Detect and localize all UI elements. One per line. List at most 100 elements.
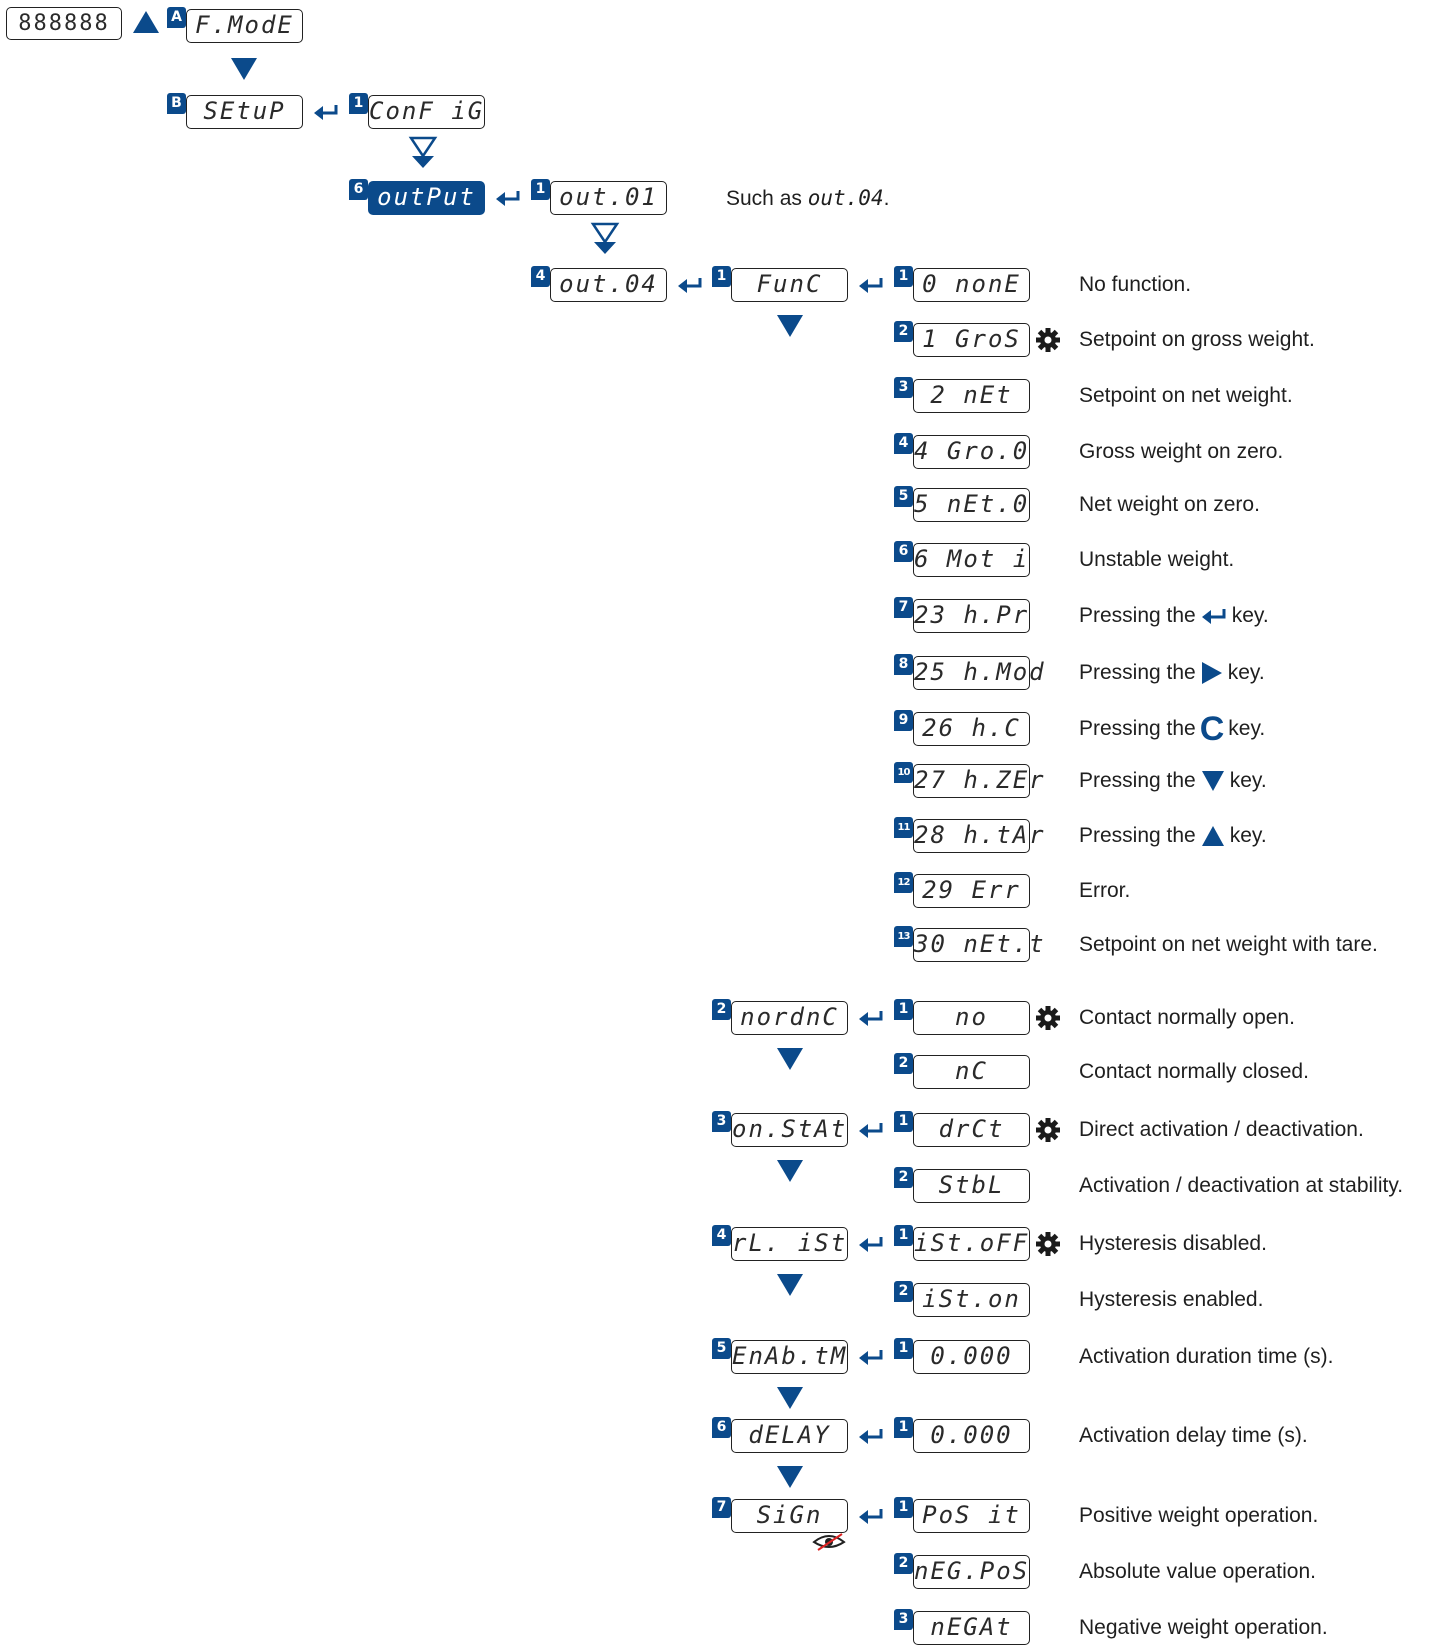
option-node: 0 nonE — [913, 268, 1030, 302]
step-badge: A — [167, 7, 186, 28]
option-description-text: Unstable weight. — [1079, 548, 1235, 571]
option-node: 29 Err — [913, 874, 1030, 908]
step-badge: 2 — [894, 321, 913, 342]
enter-arrow-icon — [859, 1509, 883, 1524]
option-description: Contact normally closed. — [1079, 1058, 1309, 1086]
step-badge: 6 — [712, 1417, 731, 1438]
option-node: 0.000 — [913, 1419, 1030, 1453]
step-badge: 6 — [349, 179, 368, 200]
option-description-text: Gross weight on zero. — [1079, 440, 1284, 463]
parameter-node: rL. iSt — [731, 1227, 848, 1261]
option-description: Unstable weight. — [1079, 546, 1234, 574]
step-badge: 1 — [894, 1497, 913, 1518]
gear-icon — [1036, 1118, 1060, 1142]
option-node: 25 h.Mod — [913, 656, 1044, 690]
menu-node: SEtuP — [186, 95, 303, 129]
option-node: 5 nEt.0 — [913, 488, 1030, 522]
step-badge: 7 — [894, 597, 913, 618]
option-node: 0.000 — [913, 1340, 1030, 1374]
down-key-icon — [1201, 771, 1224, 792]
gear-icon — [1036, 1006, 1060, 1030]
hidden-eye-icon — [812, 1533, 846, 1551]
up-arrow-icon — [133, 11, 159, 33]
step-badge: 1 — [894, 1417, 913, 1438]
down-arrow-icon — [231, 58, 257, 80]
option-description: Gross weight on zero. — [1079, 438, 1283, 466]
option-description: Activation / deactivation at stability. — [1079, 1172, 1403, 1200]
option-description: Activation duration time (s). — [1079, 1343, 1333, 1371]
option-description: Activation delay time (s). — [1079, 1422, 1308, 1450]
down-arrow-icon — [776, 1160, 803, 1182]
step-badge: 5 — [712, 1338, 731, 1359]
lcd-display: 888888 — [6, 7, 122, 40]
c-key-icon: C — [1199, 710, 1225, 749]
option-node: 30 nEt.t — [913, 928, 1044, 962]
step-badge: 3 — [894, 1609, 913, 1630]
option-description-text: Pressing the — [1079, 769, 1196, 792]
step-badge: 1 — [894, 999, 913, 1020]
step-badge: 1 — [894, 266, 913, 287]
menu-node: F.ModE — [186, 9, 303, 43]
down-arrow-icon — [776, 315, 803, 337]
option-description-tail: key. — [1227, 661, 1265, 684]
step-badge: 2 — [894, 1167, 913, 1188]
step-badge: B — [167, 93, 186, 114]
option-description-text: Pressing the — [1079, 661, 1196, 684]
enter-arrow-icon — [314, 105, 338, 120]
menu-node: out.04 — [550, 268, 667, 302]
gear-icon — [1036, 328, 1060, 352]
step-badge: 2 — [894, 1053, 913, 1074]
step-badge: 11 — [894, 817, 913, 838]
option-description: Positive weight operation. — [1079, 1502, 1318, 1530]
parameter-node: nordnC — [731, 1001, 848, 1035]
menu-node: out.01 — [550, 181, 667, 215]
step-badge: 1 — [894, 1111, 913, 1132]
right-key-icon — [1201, 662, 1222, 685]
option-description-text: Net weight on zero. — [1079, 493, 1260, 516]
option-description-text: Absolute value operation. — [1079, 1560, 1316, 1583]
option-description-text: Contact normally closed. — [1079, 1060, 1309, 1083]
enter-arrow-icon — [496, 191, 520, 206]
step-badge: 1 — [712, 266, 731, 287]
example-note-value: out.04 — [807, 186, 884, 210]
step-badge: 2 — [712, 999, 731, 1020]
step-badge: 7 — [712, 1497, 731, 1518]
step-badge: 5 — [894, 486, 913, 507]
example-note-prefix: Such as — [726, 187, 802, 210]
option-description-text: Activation / deactivation at stability. — [1079, 1174, 1404, 1197]
option-node: iSt.on — [913, 1283, 1030, 1317]
step-badge: 2 — [894, 1281, 913, 1302]
option-node: nEG.PoS — [913, 1555, 1030, 1589]
option-description-text: Setpoint on net weight with tare. — [1079, 933, 1378, 956]
option-description: Hysteresis disabled. — [1079, 1230, 1267, 1258]
up-key-icon — [1201, 826, 1224, 847]
option-node: 26 h.C — [913, 712, 1030, 746]
option-description-text: Hysteresis disabled. — [1079, 1232, 1267, 1255]
menu-node: ConF iG — [368, 95, 485, 129]
option-description-text: Positive weight operation. — [1079, 1504, 1319, 1527]
step-badge: 4 — [712, 1225, 731, 1246]
down-arrow-icon — [776, 1387, 803, 1409]
option-description-text: Direct activation / deactivation. — [1079, 1118, 1364, 1141]
option-description-text: Pressing the — [1079, 604, 1196, 627]
option-node: iSt.oFF — [913, 1227, 1030, 1261]
step-badge: 3 — [894, 377, 913, 398]
option-description-text: Hysteresis enabled. — [1079, 1288, 1264, 1311]
enter-arrow-icon — [859, 1429, 883, 1444]
hollow-down-arrow-icon — [408, 136, 438, 168]
option-description-text: Setpoint on net weight. — [1079, 384, 1293, 407]
step-badge: 1 — [894, 1225, 913, 1246]
option-node: PoS it — [913, 1499, 1030, 1533]
option-description-tail: key. — [1229, 824, 1267, 847]
enter-arrow-icon — [859, 1123, 883, 1138]
option-description: Setpoint on net weight. — [1079, 382, 1293, 410]
step-badge: 4 — [531, 266, 550, 287]
example-note: Such as out.04. — [726, 184, 889, 213]
option-description-text: Negative weight operation. — [1079, 1616, 1328, 1639]
option-node: 27 h.ZEr — [913, 764, 1044, 798]
step-badge: 9 — [894, 710, 913, 731]
down-arrow-icon — [776, 1466, 803, 1488]
option-description: Pressing the key. — [1079, 659, 1265, 687]
